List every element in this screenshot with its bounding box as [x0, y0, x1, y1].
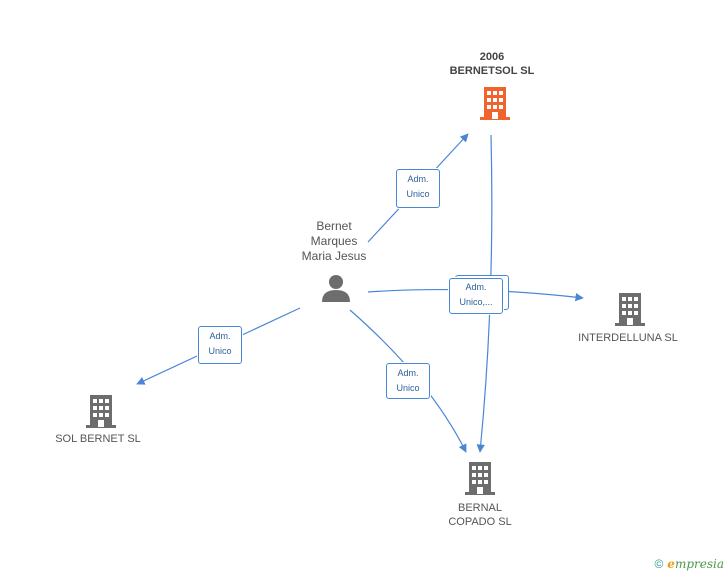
- building-icon-bernetsol[interactable]: [478, 85, 512, 121]
- edge-label-role: Adm.: [209, 331, 231, 341]
- footer-brand[interactable]: © empresia: [654, 557, 724, 571]
- person-icon[interactable]: [320, 273, 352, 303]
- person-line1: Bernet: [316, 219, 352, 233]
- brand-first-letter: e: [667, 557, 675, 571]
- person-line2: Marques: [310, 234, 358, 248]
- solbernet-name: SOL BERNET SL: [55, 433, 141, 445]
- edge-label-to-bernetsol[interactable]: Adm. Unico: [396, 169, 440, 208]
- edge-label-role: Adm.: [407, 174, 429, 184]
- edge-label-role: Adm.: [397, 368, 419, 378]
- node-label-person[interactable]: Bernet Marques Maria Jesus: [284, 219, 384, 264]
- building-icon-interdelluna[interactable]: [613, 291, 647, 327]
- edge-label-type: Unico,...: [459, 297, 493, 307]
- bernal-line1: BERNAL: [457, 502, 503, 514]
- empresia-logo: empresia: [667, 557, 724, 571]
- interdelluna-name: INTERDELLUNA SL: [578, 332, 678, 344]
- edge-label-type: Unico: [406, 189, 430, 199]
- building-icon-bernal[interactable]: [463, 460, 497, 496]
- edge-label-multi[interactable]: Adm. Unico,...: [449, 278, 503, 314]
- bernetsol-year: 2006: [479, 51, 505, 63]
- brand-rest: mpresia: [674, 557, 724, 571]
- node-label-solbernet[interactable]: SOL BERNET SL: [48, 432, 148, 446]
- bernetsol-name: BERNETSOL SL: [449, 65, 535, 77]
- node-label-bernetsol[interactable]: 2006 BERNETSOL SL: [432, 50, 552, 78]
- copyright-icon: ©: [654, 557, 664, 571]
- edge-label-type: Unico: [396, 383, 420, 393]
- person-line3: Maria Jesus: [301, 249, 367, 263]
- node-label-interdelluna[interactable]: INTERDELLUNA SL: [570, 331, 686, 345]
- edge-label-to-bernal[interactable]: Adm. Unico: [386, 363, 430, 399]
- building-icon-solbernet[interactable]: [84, 393, 118, 429]
- edge-label-to-solbernet[interactable]: Adm. Unico: [198, 326, 242, 364]
- bernal-line2: COPADO SL: [448, 516, 512, 528]
- edge-label-type: Unico: [208, 346, 232, 356]
- edge-label-role: Adm.: [465, 282, 487, 292]
- node-label-bernal[interactable]: BERNAL COPADO SL: [430, 501, 530, 529]
